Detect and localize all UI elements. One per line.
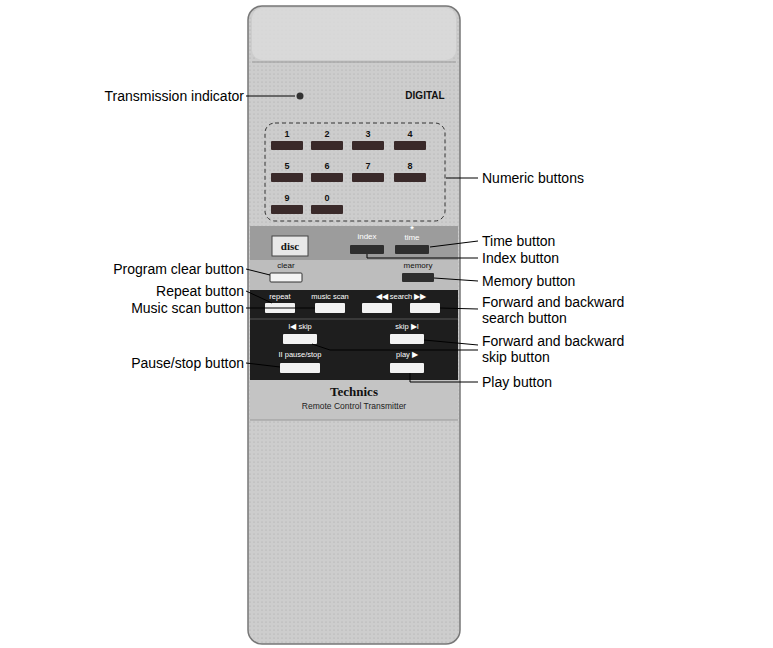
key-label: skip ▶I [395, 323, 419, 332]
callout-label: Transmission indicator [104, 88, 244, 104]
callout-label: Play button [482, 374, 552, 390]
key-label: repeat [269, 293, 290, 302]
key-label: ◀◀ search ▶▶ [376, 293, 427, 302]
callout-label: Index button [482, 250, 559, 266]
callout-label: Time button [482, 233, 555, 249]
key-number: 6 [324, 161, 329, 171]
key-label: music scan [311, 293, 349, 302]
disc-logo [272, 236, 308, 256]
remote-body [248, 6, 460, 644]
control-keys [265, 303, 440, 373]
product-label: Remote Control Transmitter [302, 402, 406, 412]
key-number: 8 [407, 161, 412, 171]
callout-label: Music scan button [131, 300, 244, 316]
brand-band [250, 380, 458, 420]
callout-label: Forward and backward search button [482, 294, 652, 326]
key-number: 2 [324, 129, 329, 139]
key-label: * [410, 224, 414, 234]
callout-label: Program clear button [113, 261, 244, 277]
key-number: 4 [407, 129, 412, 139]
function-band [250, 226, 458, 260]
key-number: 5 [284, 161, 289, 171]
callout-label: Pause/stop button [131, 355, 244, 371]
brand-name: Technics [330, 385, 378, 400]
key-label: clear [277, 261, 294, 270]
key-number: 0 [324, 193, 329, 203]
callout-label: Numeric buttons [482, 170, 584, 186]
key-number: 7 [365, 161, 370, 171]
callout-label: Repeat button [156, 283, 244, 299]
brand-text: DIGITAL [405, 90, 444, 102]
disc-logo-text: disc [281, 240, 299, 253]
key-label: memory [404, 261, 433, 270]
memory-band [250, 260, 458, 290]
leader-lines [246, 96, 478, 382]
key-label: index [357, 232, 376, 241]
key-label: time [404, 233, 419, 242]
key-number: 1 [284, 129, 289, 139]
key-label: II pause/stop [279, 351, 322, 360]
callout-label: Forward and backward skip button [482, 333, 652, 365]
top-cap [252, 8, 456, 60]
key-label: I◀ skip [288, 323, 312, 332]
callout-label: Memory button [482, 273, 575, 289]
key-label: play ▶ [396, 351, 418, 360]
numeric-keys [271, 141, 426, 214]
numeric-group-outline [265, 123, 445, 221]
key-number: 3 [365, 129, 370, 139]
control-band [250, 290, 458, 380]
key-number: 9 [284, 193, 289, 203]
indicator-led [297, 93, 304, 100]
